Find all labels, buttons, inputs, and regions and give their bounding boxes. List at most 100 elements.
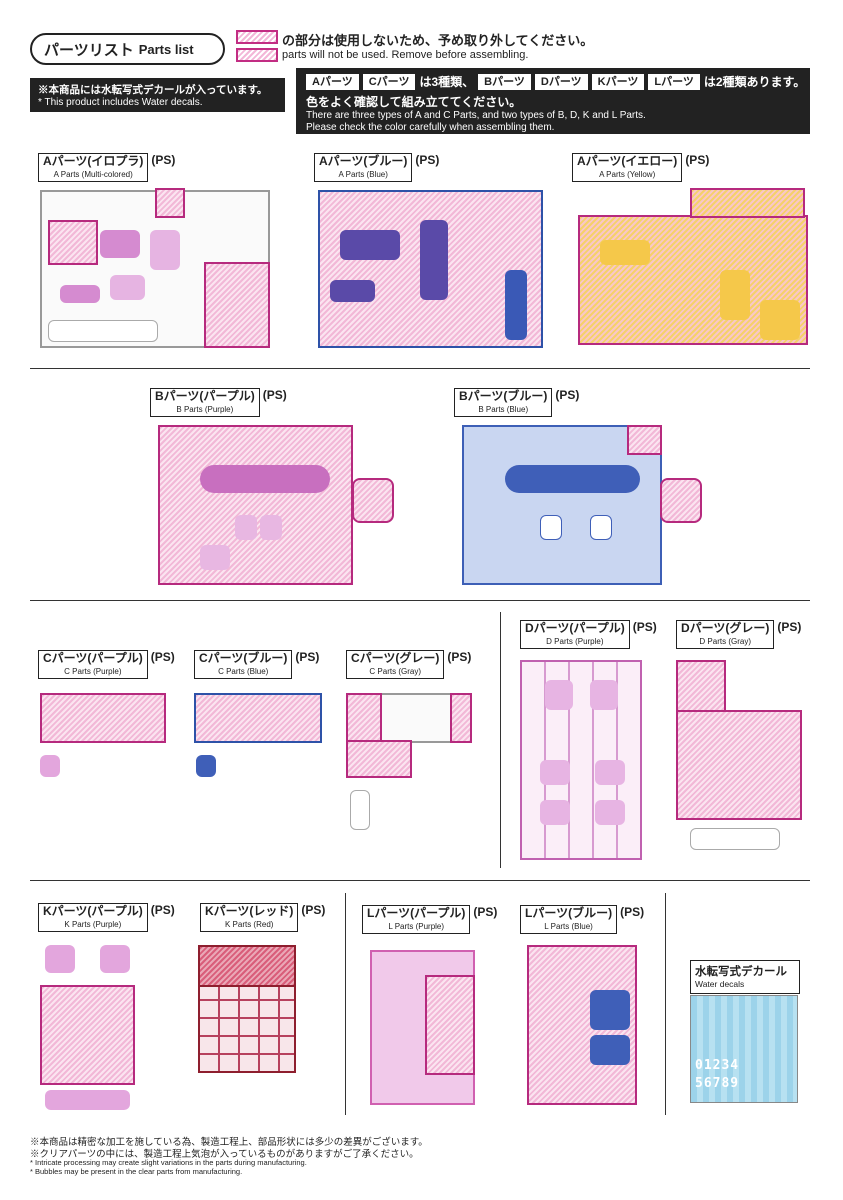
material-ps: (PS): [685, 153, 710, 167]
divider: [500, 612, 501, 868]
parts-type-note: Aパーツ Cパーツ は3種類、 Bパーツ Dパーツ Kパーツ Lパーツ は2種類…: [296, 68, 810, 134]
divider: [30, 600, 810, 601]
label-water-decals: 水転写式デカール Water decals: [690, 960, 800, 994]
label-jp: Bパーツ(ブルー): [459, 389, 548, 403]
label-k-red: Kパーツ(レッド)K Parts (Red) (PS): [200, 903, 325, 932]
part-shape: [45, 945, 75, 973]
part-shape: [590, 1035, 630, 1065]
label-d-purple: Dパーツ(パープル)D Parts (Purple) (PS): [520, 620, 657, 649]
material-ps: (PS): [555, 388, 580, 402]
title-en: Parts list: [138, 41, 194, 57]
part-shape: [340, 230, 400, 260]
label-jp: Lパーツ(ブルー): [525, 906, 613, 920]
part-shape: [100, 230, 140, 258]
decal-digits-row2: 56789: [695, 1076, 740, 1091]
material-ps: (PS): [150, 903, 175, 917]
unused-part: [204, 262, 270, 348]
part-shape: [200, 465, 330, 493]
label-jp: Kパーツ(パープル): [43, 904, 143, 918]
material-ps: (PS): [415, 153, 440, 167]
label-jp: Lパーツ(パープル): [367, 906, 466, 920]
material-ps: (PS): [151, 153, 176, 167]
part-shape: [40, 755, 60, 777]
part-shape: [196, 755, 216, 777]
part-shape: [600, 240, 650, 265]
part-shape: [420, 220, 448, 300]
label-en: B Parts (Blue): [478, 405, 529, 414]
part-shape: [45, 1090, 130, 1110]
unused-part: [450, 693, 472, 743]
runner-tab: [352, 478, 394, 523]
unused-part: [346, 740, 412, 778]
label-en: C Parts (Purple): [64, 667, 122, 676]
legend-en: parts will not be used. Remove before as…: [282, 49, 529, 61]
label-en: L Parts (Purple): [388, 922, 445, 931]
unused-part: [48, 220, 98, 265]
footer-note-en-1: * Intricate processing may create slight…: [30, 1158, 307, 1167]
part-shape: [590, 990, 630, 1030]
material-ps: (PS): [632, 620, 657, 634]
material-ps: (PS): [777, 620, 802, 634]
label-l-purple: Lパーツ(パープル) L Parts (Purple) (PS): [362, 905, 497, 934]
runner-tab: [660, 478, 702, 523]
unused-part: [425, 975, 475, 1075]
part-shape: [100, 945, 130, 973]
part-shape: [590, 515, 612, 540]
material-ps: (PS): [301, 903, 326, 917]
runner-frame: [520, 660, 642, 860]
type-line2: 色をよく確認して組み立ててください。: [306, 95, 522, 109]
parts-list-title: パーツリスト Parts list: [30, 33, 225, 65]
label-jp: Cパーツ(パープル): [43, 651, 143, 665]
part-shape: [540, 760, 570, 785]
part-shape: [545, 680, 573, 710]
material-ps: (PS): [295, 650, 320, 664]
material-ps: (PS): [473, 905, 498, 919]
part-shape: [720, 270, 750, 320]
part-shape: [330, 280, 375, 302]
part-shape: [540, 800, 570, 825]
unused-part: [627, 425, 662, 455]
unused-part: [155, 188, 185, 218]
material-ps: (PS): [447, 650, 472, 664]
label-c-blue: Cパーツ(ブルー)C Parts (Blue) (PS): [194, 650, 319, 679]
label-jp: Kパーツ(レッド): [205, 904, 294, 918]
label-jp: 水転写式デカール: [695, 966, 787, 978]
part-shape: [60, 285, 100, 303]
part-shape: [595, 760, 625, 785]
label-en: A Parts (Multi-colored): [53, 170, 133, 179]
water-decal-note: ※本商品には水転写式デカールが入っています。 * This product in…: [30, 78, 285, 112]
label-c-gray: Cパーツ(グレー)C Parts (Gray) (PS): [346, 650, 471, 679]
runner-frame-top: [690, 188, 805, 218]
label-jp: Cパーツ(グレー): [351, 651, 440, 665]
type-en-2: Please check the color carefully when as…: [306, 122, 555, 133]
label-jp: Aパーツ(ブルー): [319, 154, 408, 168]
label-en: D Parts (Gray): [699, 637, 751, 646]
label-en: L Parts (Blue): [544, 922, 593, 931]
label-c-purple: Cパーツ(パープル) C Parts (Purple) (PS): [38, 650, 175, 679]
chip-c: Cパーツ: [362, 73, 416, 90]
part-shape: [200, 545, 230, 570]
material-ps: (PS): [620, 905, 645, 919]
water-note-jp: ※本商品には水転写式デカールが入っています。: [38, 84, 268, 96]
chip-k: Kパーツ: [591, 73, 645, 90]
runner-frame: [158, 425, 353, 585]
label-k-purple: Kパーツ(パープル) K Parts (Purple) (PS): [38, 903, 175, 932]
chip-a: Aパーツ: [306, 73, 359, 90]
part-shape: [760, 300, 800, 340]
runner-frame: [40, 985, 135, 1085]
legend-jp: の部分は使用しないため、予め取り外してください。: [282, 33, 594, 48]
label-en: K Parts (Purple): [64, 920, 122, 929]
label-b-purple: Bパーツ(パープル)B Parts (Purple) (PS): [150, 388, 287, 417]
chip-b: Bパーツ: [478, 73, 531, 90]
label-en: A Parts (Blue): [338, 170, 388, 179]
part-shape: [150, 230, 180, 270]
runner-frame: [198, 985, 296, 1073]
part-shape: [260, 515, 282, 540]
type-text-2: は2種類あります。: [703, 75, 806, 89]
unused-part: [198, 945, 296, 987]
unused-part: [676, 660, 726, 715]
label-en: Water decals: [695, 979, 745, 989]
material-ps: (PS): [150, 650, 175, 664]
part-shape: [505, 270, 527, 340]
label-jp: Dパーツ(パープル): [525, 621, 625, 635]
